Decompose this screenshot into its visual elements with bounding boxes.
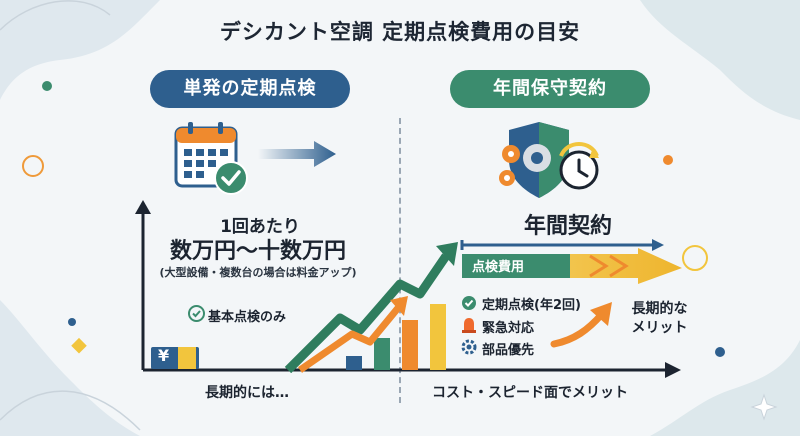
growth-illustration bbox=[284, 242, 458, 373]
deco-circle-orange bbox=[22, 155, 44, 177]
trend-line-green bbox=[284, 253, 450, 373]
deco-circle-yellow bbox=[682, 245, 708, 271]
check-circle-icon bbox=[188, 305, 205, 322]
left-footer-text: 長期的には… bbox=[205, 385, 289, 401]
right-footer-text: コスト・スピード面でメリット bbox=[432, 385, 628, 401]
price-range: 数万円〜十数万円 bbox=[169, 239, 346, 264]
annual-contract-heading: 年間保守契約 bbox=[450, 70, 650, 108]
cost-bar-arrow bbox=[460, 239, 682, 284]
growth-bar-1 bbox=[346, 356, 362, 370]
basic-inspection-label: 基本点検のみ bbox=[208, 310, 287, 325]
growth-bar-2 bbox=[374, 338, 390, 370]
feature-emergency-response: 緊急対応 bbox=[482, 321, 535, 336]
alarm-icon bbox=[462, 318, 476, 333]
merit-line-2: メリット bbox=[631, 320, 688, 336]
deco-dot-orange-right bbox=[663, 155, 673, 165]
inspection-cost-label: 点検費用 bbox=[472, 260, 525, 275]
check-circle-icon bbox=[462, 296, 476, 310]
long-term-merit: 長期的な メリット bbox=[612, 300, 707, 338]
price-note: (大型設備・複数台の場合は料金アップ) bbox=[159, 266, 357, 279]
deco-dot-green bbox=[42, 81, 52, 91]
gear-icon bbox=[461, 339, 477, 355]
annual-contract-label: 年間契約 bbox=[523, 214, 612, 239]
bar-chevrons bbox=[589, 254, 629, 278]
yen-box-stripe bbox=[178, 347, 196, 369]
calendar-check-icon bbox=[174, 122, 248, 195]
deco-diamond-yellow bbox=[71, 337, 87, 354]
growth-bar-3 bbox=[402, 320, 418, 370]
shield-gears-icon bbox=[499, 122, 599, 198]
single-inspection-heading: 単発の定期点検 bbox=[150, 70, 350, 108]
top-right-blob bbox=[640, 0, 800, 120]
growth-bar-4 bbox=[430, 304, 446, 370]
top-left-curve bbox=[0, 0, 111, 31]
y-axis-arrowhead bbox=[135, 200, 151, 214]
bar-top-line bbox=[460, 240, 654, 250]
deco-sparkle bbox=[750, 393, 778, 421]
x-axis-arrowhead bbox=[665, 362, 681, 378]
feature-parts-priority: 部品優先 bbox=[482, 343, 535, 358]
deco-dot-blue-right bbox=[715, 347, 725, 357]
per-visit-label: 1回あたり bbox=[220, 217, 300, 237]
process-arrow-icon bbox=[258, 141, 336, 167]
bar-top-arrowhead bbox=[652, 239, 664, 251]
bottom-left-blob bbox=[0, 300, 140, 436]
bottom-curve bbox=[0, 390, 141, 431]
trend-line-orange bbox=[298, 305, 401, 373]
merit-line-1: 長期的な bbox=[631, 301, 688, 317]
merit-arrow-icon bbox=[550, 302, 612, 348]
top-left-blob bbox=[0, 0, 160, 100]
yen-symbol: ¥ bbox=[158, 346, 170, 365]
trend-arrowhead-green bbox=[436, 242, 458, 266]
bar-green-segment bbox=[462, 254, 570, 278]
deco-dot-blue bbox=[68, 318, 76, 326]
page-title: デシカント空調 定期点検費用の目安 bbox=[219, 20, 581, 44]
center-divider bbox=[399, 118, 401, 403]
trend-arrowhead-orange bbox=[390, 296, 408, 316]
feature-periodic-inspection: 定期点検(年2回) bbox=[482, 298, 581, 313]
